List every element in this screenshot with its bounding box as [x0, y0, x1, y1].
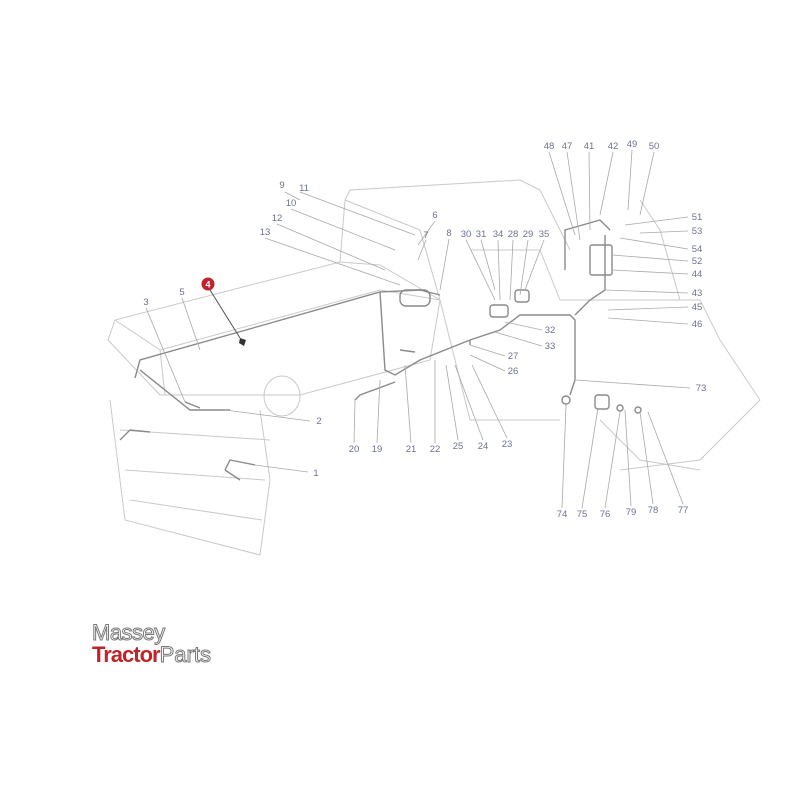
part-label[interactable]: 79	[626, 507, 637, 518]
logo-tractor: Tractor	[92, 642, 161, 667]
part-label[interactable]: 41	[584, 141, 595, 152]
part-label[interactable]: 1	[313, 468, 318, 479]
part-label[interactable]: 35	[539, 229, 550, 240]
part-label[interactable]: 19	[372, 444, 383, 455]
part-label[interactable]: 12	[272, 213, 283, 224]
part-label[interactable]: 31	[476, 229, 487, 240]
part-label[interactable]: 54	[692, 244, 703, 255]
part-label[interactable]: 74	[557, 509, 568, 520]
logo-parts: Parts	[159, 642, 211, 667]
part-label[interactable]: 24	[478, 441, 489, 452]
part-label[interactable]: 21	[406, 444, 417, 455]
part-label[interactable]: 25	[453, 441, 464, 452]
part-label[interactable]: 28	[508, 229, 519, 240]
part-4-badge[interactable]	[201, 277, 215, 291]
part-label[interactable]: 48	[544, 141, 555, 152]
part-label[interactable]: 78	[648, 505, 659, 516]
part-label[interactable]: 32	[545, 325, 556, 336]
part-label[interactable]: 51	[692, 212, 703, 223]
wiring-harness	[119, 219, 642, 481]
part-label[interactable]: 47	[562, 141, 573, 152]
leader-lines	[145, 149, 691, 509]
part-label[interactable]: 5	[179, 287, 184, 298]
part-label[interactable]: 7	[423, 230, 428, 241]
part-label[interactable]: 6	[432, 210, 437, 221]
part-label[interactable]: 29	[523, 229, 534, 240]
part-label[interactable]: 49	[627, 139, 638, 150]
part-label[interactable]: 77	[678, 505, 689, 516]
part-label[interactable]: 2	[316, 416, 321, 427]
part-label[interactable]: 3	[143, 297, 148, 308]
tractor-outline	[107, 179, 761, 556]
part-label[interactable]: 46	[692, 319, 703, 330]
logo-tractorparts: TractorParts	[92, 642, 211, 667]
part-label[interactable]: 13	[260, 227, 271, 238]
part-label[interactable]: 8	[446, 228, 451, 239]
part-label[interactable]: 45	[692, 302, 703, 313]
part-label[interactable]: 22	[430, 444, 441, 455]
part-label[interactable]: 27	[508, 351, 519, 362]
part-labels: 2 1 3 5 9 11 10 12 13 6 7 8 30 31 34 28 …	[143, 139, 706, 520]
part-label[interactable]: 76	[600, 509, 611, 520]
part-label[interactable]: 44	[692, 269, 703, 280]
part-label[interactable]: 50	[649, 141, 660, 152]
part-label[interactable]: 73	[696, 383, 707, 394]
part-label[interactable]: 30	[461, 229, 472, 240]
part-label[interactable]: 75	[577, 509, 588, 520]
part-label[interactable]: 42	[608, 141, 619, 152]
logo-massey: Massey	[92, 620, 166, 645]
part-label[interactable]: 52	[692, 256, 703, 267]
part-label[interactable]: 33	[545, 341, 556, 352]
part-label[interactable]: 26	[508, 366, 519, 377]
part-label[interactable]: 11	[299, 183, 309, 194]
part-label[interactable]: 34	[493, 229, 504, 240]
part-label[interactable]: 10	[286, 198, 297, 209]
highlighted-part-4[interactable]: 4	[201, 277, 247, 347]
part-label[interactable]: 9	[279, 180, 284, 191]
part-label[interactable]: 23	[502, 439, 513, 450]
part-4-label: 4	[205, 280, 210, 290]
part-label[interactable]: 20	[349, 444, 360, 455]
part-label[interactable]: 53	[692, 226, 703, 237]
part-label[interactable]: 43	[692, 288, 703, 299]
